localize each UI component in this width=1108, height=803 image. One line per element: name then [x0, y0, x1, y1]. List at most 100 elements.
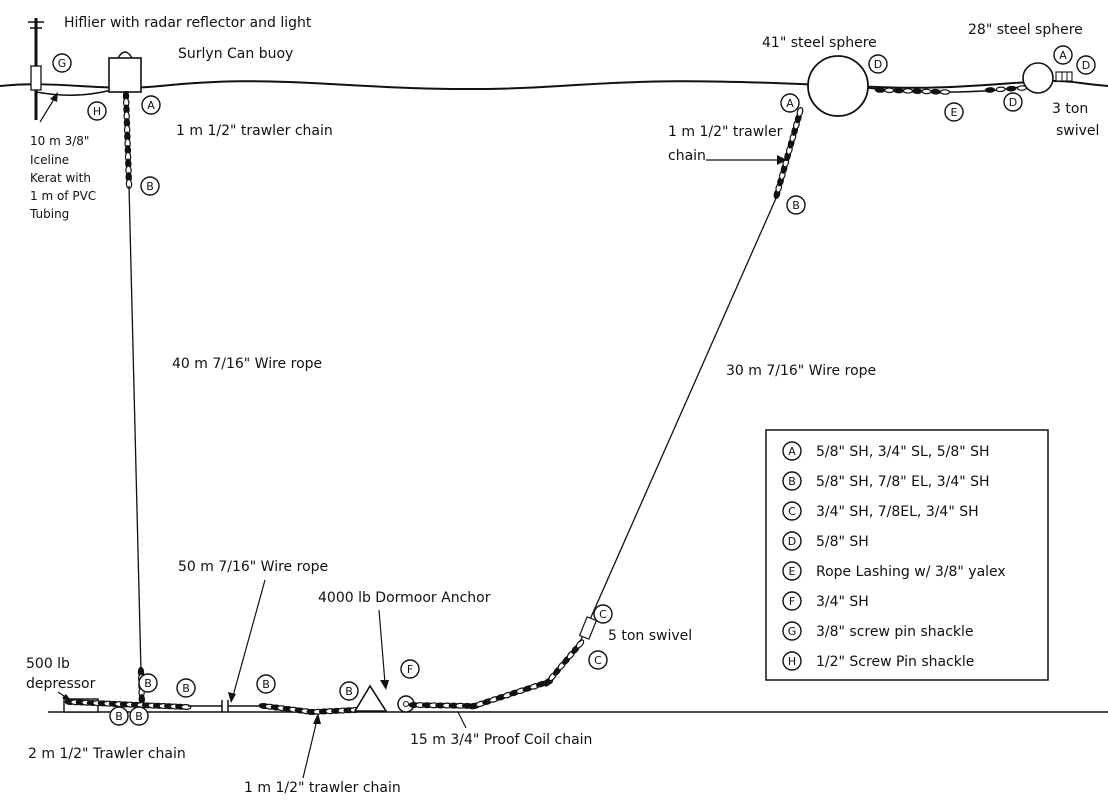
svg-text:A: A — [786, 97, 794, 110]
marker-f: F — [400, 659, 420, 679]
legend-letter: B — [788, 475, 796, 488]
right-top-chain — [773, 107, 804, 199]
left-wire-rope — [128, 185, 142, 673]
legend-text: 3/4" SH — [816, 594, 869, 610]
svg-text:B: B — [262, 678, 270, 691]
marker-a-sphere-41: A — [780, 93, 800, 113]
chain-link — [912, 88, 923, 94]
label-surlyn: Surlyn Can buoy — [178, 46, 293, 62]
svg-text:D: D — [874, 58, 882, 71]
sphere-link-chain — [874, 85, 1028, 95]
label-sphere-41: 41" steel sphere — [762, 35, 877, 51]
marker-b-wire-end: B — [256, 674, 276, 694]
chain-link — [930, 88, 941, 95]
bottom-trawler-chain — [64, 698, 192, 711]
svg-text:A: A — [147, 99, 155, 112]
legend-row-b: B 5/8" SH, 7/8" EL, 3/4" SH — [782, 471, 990, 491]
legend-marker — [782, 651, 802, 671]
legend-text: Rope Lashing w/ 3/8" yalex — [816, 564, 1006, 580]
legend-marker — [782, 441, 802, 461]
legend-marker — [782, 531, 802, 551]
legend-letter: E — [789, 565, 796, 578]
svg-text:B: B — [345, 685, 353, 698]
svg-text:B: B — [182, 682, 190, 695]
svg-text:C: C — [594, 654, 602, 667]
chain-link — [874, 87, 886, 93]
legend-row-h: H 1/2" Screw Pin shackle — [782, 651, 974, 671]
legend-letter: F — [789, 595, 795, 608]
marker-b-bottom-2: B — [129, 706, 149, 726]
legend-marker — [782, 471, 802, 491]
steel-sphere-28 — [1022, 62, 1054, 94]
legend-text: 5/8" SH, 7/8" EL, 3/4" SH — [816, 474, 990, 490]
five-ton-swivel — [578, 616, 598, 640]
legend-letter: G — [788, 625, 797, 638]
marker-b-depressor: B — [138, 673, 158, 693]
legend-text: 3/4" SH, 7/8EL, 3/4" SH — [816, 504, 979, 520]
anchor-approach-chain — [258, 702, 361, 716]
legend-text: 1/2" Screw Pin shackle — [816, 654, 974, 670]
legend-marker — [782, 561, 802, 581]
label-sphere-28: 28" steel sphere — [968, 22, 1083, 38]
chain-link — [1006, 85, 1017, 92]
left-top-chain — [122, 90, 133, 190]
label-wire-50: 50 m 7/16" Wire rope — [178, 559, 328, 575]
label-chain-right-2: chain — [668, 148, 706, 164]
chain-link — [893, 87, 904, 94]
legend-row-c: C 3/4" SH, 7/8EL, 3/4" SH — [782, 501, 979, 521]
legend: A 5/8" SH, 3/4" SL, 5/8" SH B 5/8" SH, 7/8"… — [765, 429, 1049, 681]
legend-letter: A — [788, 445, 796, 458]
svg-text:B: B — [792, 199, 800, 212]
marker-a-sphere-28: A — [1053, 45, 1073, 65]
three-ton-swivel — [1055, 71, 1073, 82]
marker-g: G — [52, 53, 72, 73]
label-swivel-3-1: 3 ton — [1052, 101, 1088, 117]
chain-link — [575, 639, 585, 649]
marker-b-bottom-1: B — [109, 706, 129, 726]
svg-text:E: E — [951, 106, 958, 119]
legend-marker — [782, 501, 802, 521]
surlyn-can-buoy — [108, 51, 142, 93]
marker-e: E — [944, 102, 964, 122]
marker-c-lower: C — [588, 650, 608, 670]
svg-text:H: H — [93, 105, 101, 118]
proof-coil-chain — [408, 639, 585, 710]
legend-text: 5/8" SH, 3/4" SL, 5/8" SH — [816, 444, 990, 460]
marker-b-top-left: B — [140, 176, 160, 196]
marker-b-anchor: B — [339, 681, 359, 701]
legend-letter: H — [788, 655, 796, 668]
label-iceline-3: Kerat with — [30, 171, 91, 185]
dormoor-anchor — [353, 684, 388, 712]
svg-text:G: G — [58, 57, 67, 70]
svg-text:B: B — [144, 677, 152, 690]
label-swivel-3-2: swivel — [1056, 123, 1099, 139]
legend-marker — [782, 591, 802, 611]
legend-marker — [782, 621, 802, 641]
label-iceline-2: Iceline — [30, 153, 69, 167]
label-depressor-2: depressor — [26, 676, 96, 692]
legend-row-e: E Rope Lashing w/ 3/8" yalex — [782, 561, 1006, 581]
chain-link — [995, 86, 1006, 93]
svg-text:B: B — [146, 180, 154, 193]
iceline-rope — [35, 87, 119, 96]
label-anchor: 4000 lb Dormoor Anchor — [318, 590, 491, 606]
legend-row-a: A 5/8" SH, 3/4" SL, 5/8" SH — [782, 441, 990, 461]
sea-surface-line — [0, 79, 1108, 91]
legend-text: 5/8" SH — [816, 534, 869, 550]
chain-link — [796, 107, 804, 117]
right-wire-rope — [579, 195, 778, 643]
label-wire-30: 30 m 7/16" Wire rope — [726, 363, 876, 379]
chain-link — [939, 89, 951, 95]
label-chain-right-1: 1 m 1/2" trawler — [668, 124, 783, 140]
legend-letter: C — [788, 505, 796, 518]
legend-letter: D — [788, 535, 796, 548]
chain-link — [180, 703, 192, 711]
legend-row-f: F 3/4" SH — [782, 591, 869, 611]
chain-link — [884, 87, 895, 94]
label-trawler-1m-bottom: 1 m 1/2" trawler chain — [244, 780, 401, 796]
svg-text:B: B — [115, 710, 123, 723]
marker-d-sphere-28-left: D — [1003, 92, 1023, 112]
marker-a-buoy: A — [141, 95, 161, 115]
legend-text: 3/8" screw pin shackle — [816, 624, 974, 640]
